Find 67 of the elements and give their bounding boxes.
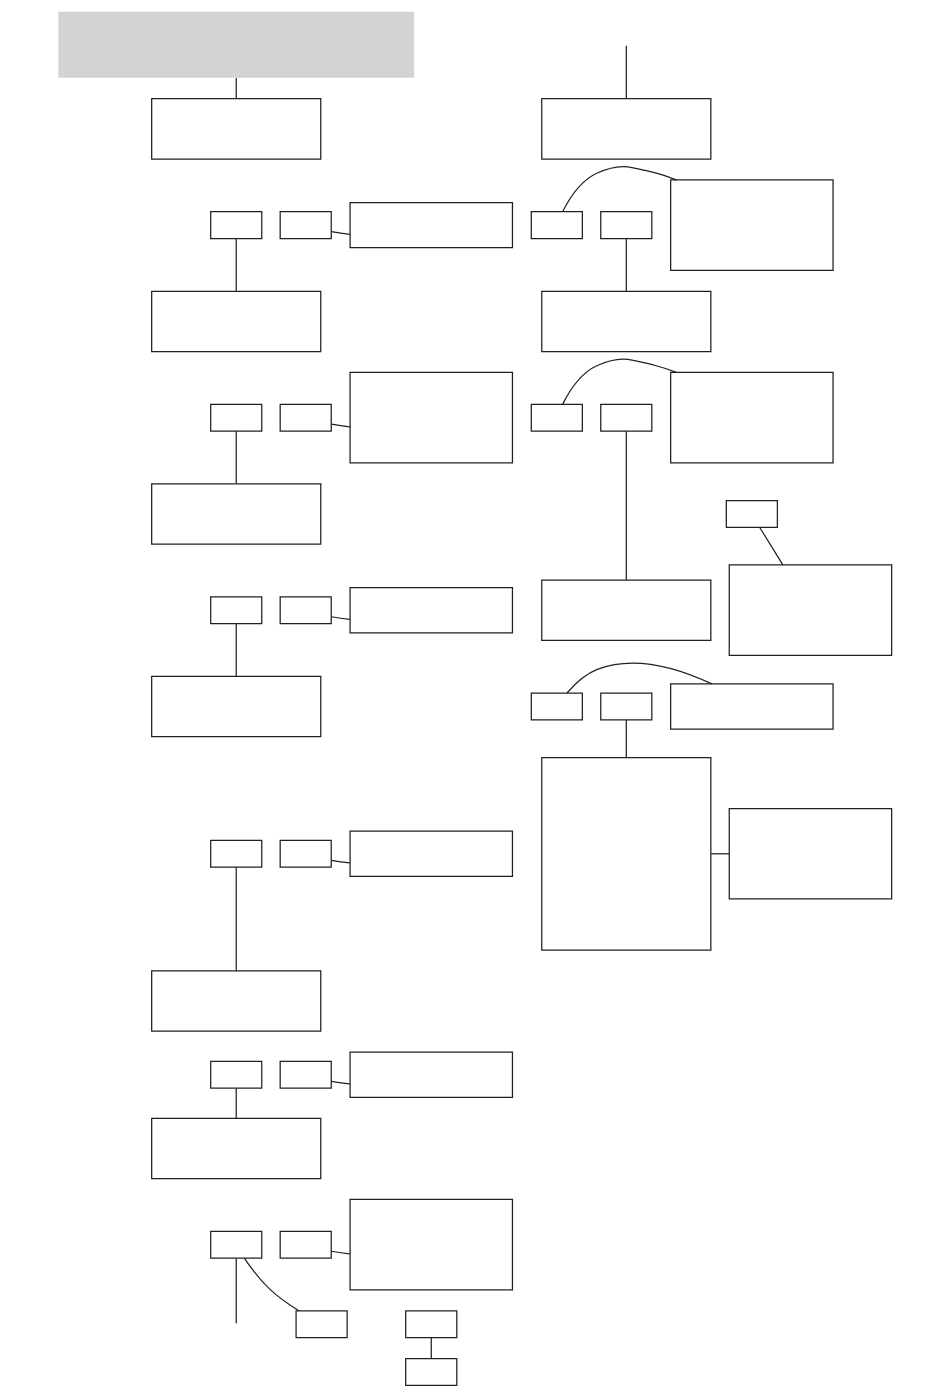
connector — [235, 623, 237, 677]
connector — [562, 358, 677, 405]
connector — [243, 1257, 300, 1312]
connector — [235, 1257, 237, 1324]
connector — [330, 1250, 351, 1255]
node-box — [210, 839, 263, 868]
connector — [235, 430, 237, 485]
node-box — [530, 403, 583, 432]
connector — [430, 1337, 432, 1360]
node-box — [349, 371, 514, 464]
connector — [625, 719, 627, 758]
node-box — [600, 403, 653, 432]
node-box — [349, 830, 514, 877]
connector — [330, 423, 351, 428]
node-box — [541, 756, 712, 951]
node-box — [728, 564, 893, 656]
node-box — [530, 692, 583, 721]
node-box — [295, 1310, 348, 1339]
node-box — [349, 1051, 514, 1098]
connector — [235, 1087, 237, 1119]
connector — [235, 77, 237, 100]
node-box — [279, 211, 332, 240]
node-box — [151, 1117, 322, 1180]
connector — [625, 238, 627, 292]
node-box — [58, 11, 415, 78]
node-box — [541, 579, 712, 641]
node-box — [670, 179, 834, 271]
connector — [235, 238, 237, 292]
node-box — [151, 483, 322, 545]
connector — [330, 616, 351, 620]
node-box — [279, 839, 332, 868]
node-box — [670, 371, 834, 464]
node-box — [151, 290, 322, 353]
connector — [330, 859, 351, 864]
node-box — [210, 403, 263, 432]
node-box — [210, 596, 263, 625]
node-box — [279, 596, 332, 625]
connector — [562, 165, 677, 213]
node-box — [728, 807, 893, 900]
connector — [625, 45, 627, 100]
node-box — [600, 692, 653, 721]
connector — [759, 526, 784, 566]
node-box — [151, 970, 322, 1032]
node-box — [530, 211, 583, 240]
node-box — [279, 403, 332, 432]
node-box — [349, 586, 514, 634]
node-box — [210, 1230, 263, 1259]
connector — [330, 231, 351, 235]
node-box — [541, 98, 712, 160]
node-box — [725, 499, 778, 528]
node-box — [210, 1060, 263, 1089]
node-box — [151, 98, 322, 160]
connector — [625, 430, 627, 581]
node-box — [541, 290, 712, 353]
node-box — [349, 201, 514, 249]
node-box — [279, 1060, 332, 1089]
node-box — [405, 1310, 458, 1339]
node-box — [151, 675, 322, 738]
node-box — [349, 1198, 514, 1291]
node-box — [210, 211, 263, 240]
node-box — [405, 1357, 458, 1386]
node-box — [670, 683, 834, 730]
connector — [566, 662, 713, 694]
connector — [330, 1080, 351, 1085]
node-box — [279, 1230, 332, 1259]
connector — [235, 866, 237, 972]
node-box — [600, 211, 653, 240]
